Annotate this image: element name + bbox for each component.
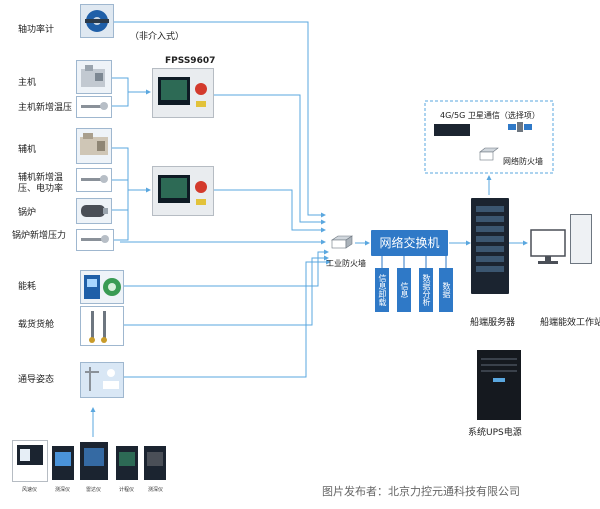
firewall-label: 工业防火墙 — [326, 259, 366, 268]
main-engine-label: 主机 — [18, 78, 37, 88]
aux-engine-label: 辅机 — [18, 145, 37, 155]
ups-icon — [477, 350, 521, 420]
nav-label: 通导姿态 — [18, 375, 55, 385]
shaft-power-meter-image — [80, 4, 114, 38]
instrument-label-3: 雷达仪 — [86, 487, 102, 493]
boiler-sensor-image — [76, 229, 114, 251]
nav-attitude-image — [80, 362, 124, 398]
shaft-power-label: 轴功率计 — [18, 25, 55, 35]
satellite-modem-icon — [434, 124, 470, 136]
switch-module-2: 信息 — [397, 268, 411, 312]
instrument-5 — [144, 446, 166, 480]
network-firewall-label: 网络防火墙 — [503, 157, 543, 166]
publisher-watermark: 图片发布者：北京力控元通科技有限公司 — [322, 485, 520, 498]
energy-label: 能耗 — [18, 282, 37, 292]
satellite-icon — [508, 118, 532, 136]
switch-module-4: 数据 — [439, 268, 453, 312]
network-switch: 网络交换机 — [371, 230, 448, 256]
instrument-3 — [80, 442, 108, 480]
cargo-sensor-image — [80, 306, 124, 346]
instrument-label-1: 风速仪 — [22, 487, 38, 493]
cargo-label: 载货货舱 — [18, 320, 55, 330]
main-engine-image — [76, 60, 112, 94]
instrument-1 — [12, 440, 48, 482]
aux-sensor-image — [76, 168, 112, 192]
workstation-monitor-icon — [530, 228, 574, 268]
energy-meter-image — [80, 270, 124, 304]
boiler-image — [76, 198, 112, 224]
aux-engine-image — [76, 128, 112, 164]
instrument-label-5: 测深仪 — [148, 487, 164, 493]
network-firewall-icon — [478, 146, 500, 161]
ship-server-icon — [471, 198, 509, 294]
instrument-label-4: 计程仪 — [119, 487, 135, 493]
switch-module-1: 信息卸载 — [375, 268, 389, 312]
switch-module-3: 数据分析 — [419, 268, 433, 312]
instrument-2 — [52, 446, 74, 480]
controller-panel-1 — [152, 68, 214, 118]
non-intrusive-note: （非介入式） — [130, 32, 185, 42]
aux-pressure-label: 辅机新增温压、电功率 — [18, 173, 64, 194]
instrument-4 — [116, 446, 138, 480]
satellite-label: 4G/5G 卫星通信（选择项） — [440, 111, 540, 120]
controller-panel-2 — [152, 166, 214, 216]
industrial-firewall-icon — [330, 234, 354, 250]
main-sensor-image — [76, 96, 112, 118]
controller-model-label: FPSS9607 — [165, 56, 216, 66]
ups-label: 系统UPS电源 — [468, 428, 522, 438]
workstation-tower-icon — [570, 214, 592, 264]
workstation-label: 船端能效工作站 — [540, 318, 600, 328]
boiler-pressure-label: 锅炉新增压力 — [12, 231, 67, 241]
main-pressure-label: 主机新增温压 — [18, 103, 73, 113]
server-label: 船端服务器 — [470, 318, 516, 328]
boiler-label: 锅炉 — [18, 208, 37, 218]
instrument-label-2: 测深仪 — [55, 487, 71, 493]
